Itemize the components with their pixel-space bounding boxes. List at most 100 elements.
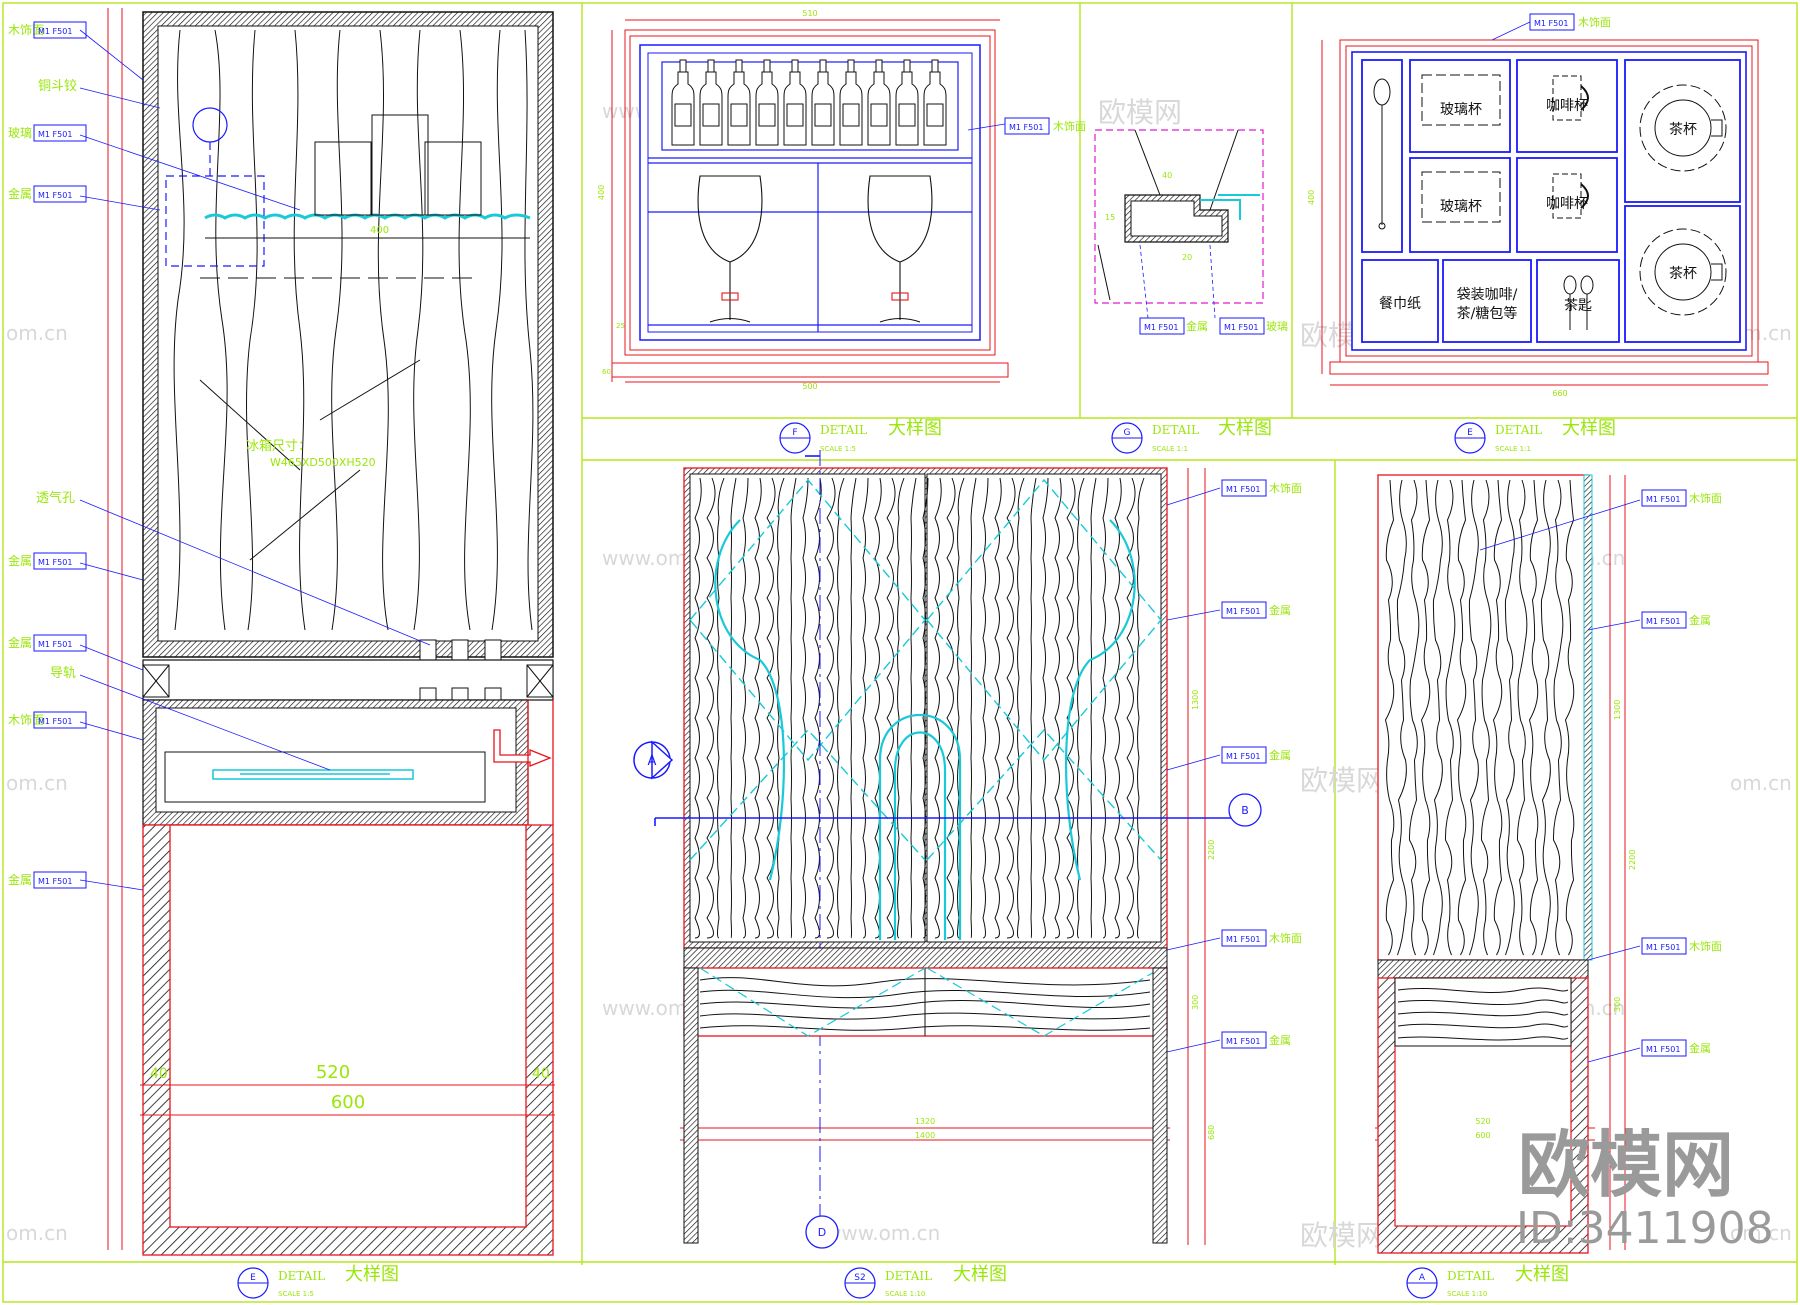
svg-text:M1 F501: M1 F501 — [1646, 1045, 1680, 1054]
callout-label: 铜斗铰 — [38, 79, 77, 94]
svg-text:M1 F501: M1 F501 — [38, 640, 72, 649]
tray-cell-tea: 茶杯 — [1669, 266, 1697, 282]
side-callout: 木饰面 — [1689, 939, 1722, 953]
tray-icons — [1373, 74, 1727, 330]
side-callout: 木饰面 — [1689, 491, 1722, 505]
bottle-icon — [671, 59, 695, 146]
tea-cup-icon — [1639, 228, 1727, 316]
tray-cell-teaspoon: 茶匙 — [1564, 298, 1592, 314]
svg-text:SCALE 1:5: SCALE 1:5 — [820, 445, 856, 453]
profile-callout-metal: 金属 — [1186, 319, 1208, 333]
front-callout: 木饰面 — [1269, 931, 1302, 945]
svg-text:M1 F501: M1 F501 — [1224, 323, 1258, 332]
callout-label: 金属 — [8, 553, 32, 568]
tray-detail-title: E DETAIL 大样图 SCALE 1:1 — [1454, 418, 1616, 454]
side-elevation-title: A DETAIL 大样图 SCALE 1:10 — [1406, 1264, 1569, 1299]
svg-text:E: E — [1467, 428, 1473, 438]
side-callout: 金属 — [1689, 1041, 1711, 1055]
glass-cup-icon — [1421, 74, 1501, 126]
bottle-icon — [755, 59, 779, 146]
watermark-site: www.om.cn — [825, 1221, 940, 1245]
dim-side-left: 40 — [150, 1066, 168, 1082]
fridge-note-line1: 冰箱尺寸： — [246, 438, 311, 454]
svg-text:DETAIL: DETAIL — [1495, 423, 1542, 437]
side-dim-top: 1300 — [1613, 700, 1622, 720]
callout-label: 木饰面 — [8, 713, 44, 727]
svg-text:D: D — [818, 1226, 826, 1239]
tray-dim-width: 660 — [1552, 389, 1567, 398]
svg-text:S2: S2 — [854, 1273, 865, 1283]
svg-text:M1 F501: M1 F501 — [1226, 607, 1260, 616]
svg-text:M1 F501: M1 F501 — [1144, 323, 1178, 332]
front-dim-inner: 1320 — [915, 1117, 935, 1126]
front-dim-drawer: 300 — [1191, 995, 1200, 1010]
coffee-cup-icon — [1552, 75, 1589, 121]
watermark-id: ID:3411908 — [1516, 1203, 1774, 1254]
svg-text:F: F — [792, 428, 797, 438]
tray-callout-label: 木饰面 — [1578, 15, 1611, 29]
wood-grain-panel — [173, 29, 534, 631]
teaspoon-icon — [1563, 275, 1594, 330]
svg-text:大样图: 大样图 — [1562, 418, 1616, 439]
svg-text:SCALE 1:10: SCALE 1:10 — [1447, 1290, 1487, 1298]
callout-label: 金属 — [8, 872, 32, 887]
profile-dim-c: 15 — [1105, 213, 1115, 222]
svg-text:大样图: 大样图 — [888, 418, 942, 439]
tea-cup-icon — [1639, 84, 1727, 172]
svg-text:大样图: 大样图 — [345, 1264, 399, 1285]
watermark-site-short: om.cn — [1730, 1221, 1792, 1245]
wine-glass-icon — [697, 175, 933, 323]
tray-cell-packets-2: 茶/糖包等 — [1457, 305, 1518, 322]
bottle-icon — [699, 59, 723, 146]
wine-detail-title: F DETAIL 大样图 SCALE 1:5 — [779, 418, 942, 454]
callout-label: 金属 — [8, 635, 32, 650]
front-callout: 木饰面 — [1269, 481, 1302, 495]
bottle-icon — [867, 59, 891, 146]
spoon-icon — [1373, 78, 1391, 230]
tray-cell-glass: 玻璃杯 — [1440, 198, 1482, 215]
wine-detail-view: 510 500 400 25 60 M1 F501 木饰面 F DETAIL 大… — [597, 9, 1086, 454]
svg-text:B: B — [1241, 804, 1249, 817]
wood-grain-doors — [694, 477, 1145, 939]
front-callout: 金属 — [1269, 748, 1291, 762]
left-section-view: 520 600 40 40 400 冰箱尺寸： W465XD500XH520 木… — [8, 8, 555, 1299]
left-section-title: E DETAIL 大样图 SCALE 1:5 — [237, 1264, 399, 1299]
svg-text:M1 F501: M1 F501 — [38, 191, 72, 200]
section-marker-a: A — [633, 740, 674, 780]
profile-dim-a: 40 — [1162, 171, 1172, 180]
svg-text:M1 F501: M1 F501 — [1646, 617, 1680, 626]
dim-outer-600: 600 — [331, 1092, 365, 1113]
profile-detail-title: G DETAIL 大样图 SCALE 1:1 — [1111, 418, 1272, 454]
watermark-site-short: om.cn — [1730, 771, 1792, 795]
front-elevation-view: A B D 1320 1400 1300 — [633, 450, 1302, 1299]
tray-dim-height: 400 — [1307, 190, 1316, 205]
watermark-brand: 欧模网 — [1300, 1219, 1384, 1252]
bottle-row — [671, 59, 947, 146]
wine-dim-top: 510 — [802, 9, 817, 18]
section-marker-d: D — [805, 1215, 839, 1249]
watermark-brand: 欧模网 — [1300, 764, 1384, 797]
bottle-icon — [727, 59, 751, 146]
tray-cell-tea: 茶杯 — [1669, 122, 1697, 138]
side-callout: 金属 — [1689, 613, 1711, 627]
svg-text:SCALE 1:5: SCALE 1:5 — [278, 1290, 314, 1298]
side-dim-inner: 520 — [1475, 1117, 1490, 1126]
svg-text:M1 F501: M1 F501 — [38, 130, 72, 139]
front-dim-outer: 1400 — [915, 1131, 935, 1140]
front-dim-total: 2200 — [1207, 840, 1216, 860]
front-callout: 金属 — [1269, 1033, 1291, 1047]
watermark-site-short: om.cn — [6, 771, 68, 795]
tray-cell-glass: 玻璃杯 — [1440, 101, 1482, 118]
dim-shelf: 400 — [370, 225, 389, 236]
svg-text:SCALE 1:1: SCALE 1:1 — [1152, 445, 1188, 453]
tray-cell-packets-1: 袋装咖啡/ — [1457, 287, 1518, 303]
svg-text:M1 F501: M1 F501 — [1009, 123, 1043, 132]
brand-watermark: 欧模网 ID:3411908 — [1516, 1123, 1774, 1254]
watermark-brand-large: 欧模网 — [1518, 1123, 1734, 1207]
svg-text:M1 F501: M1 F501 — [38, 27, 72, 36]
watermark-brand: 欧模网 — [1098, 96, 1182, 129]
side-dim-total: 2200 — [1628, 850, 1637, 870]
